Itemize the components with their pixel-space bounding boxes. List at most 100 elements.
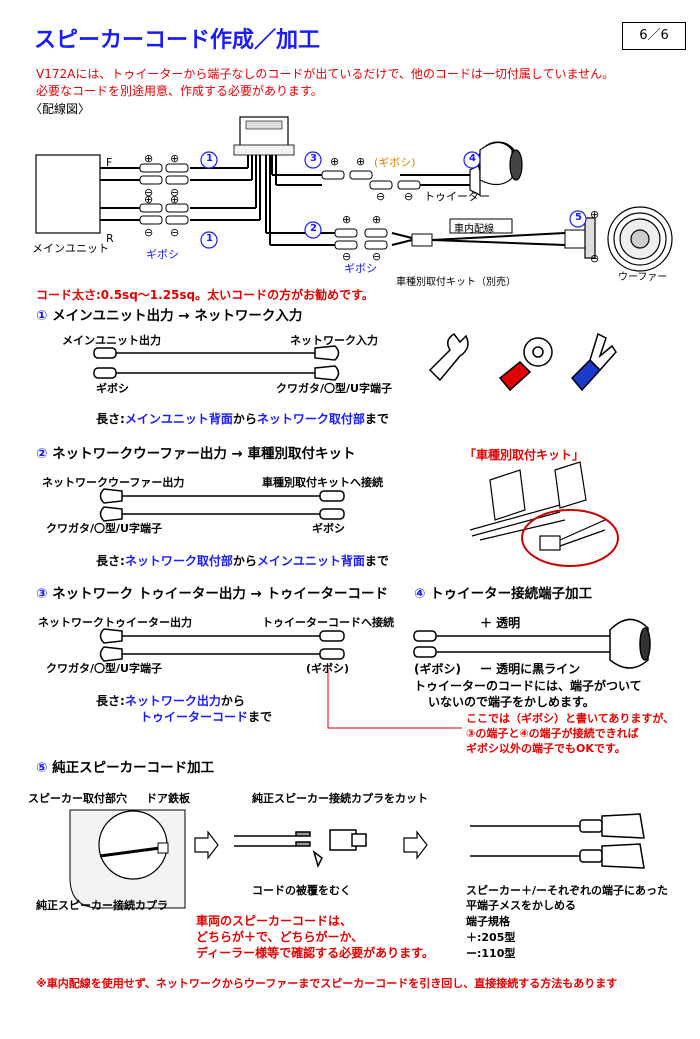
plus-mark: ⊕ bbox=[342, 213, 352, 226]
s4-note-2: ③の端子と④の端子が接続できれば bbox=[466, 727, 639, 740]
gibosi-label-2: ギボシ bbox=[344, 262, 377, 275]
s5-warning-3: ディーラー様等で確認する必要があります。 bbox=[196, 946, 434, 960]
page-number: 6／6 bbox=[622, 22, 686, 50]
section-5-title: 純正スピーカーコード加工 bbox=[52, 760, 215, 776]
footnote: ※車内配線を使用せず、ネットワークからウーファーまでスピーカーコードを引き回し、… bbox=[36, 977, 618, 990]
minus-mark: ⊖ bbox=[170, 186, 180, 199]
intro-text: V172Aには、トゥイーターから端子なしのコードが出ているだけで、他のコードは一… bbox=[36, 66, 614, 100]
plus-mark: ⊕ bbox=[590, 208, 600, 221]
s5-door-label: ドア鉄板 bbox=[146, 792, 190, 805]
code-thickness-note: コード太さ:0.5sq～1.25sq。太いコードの方がお勧めです。 bbox=[36, 288, 374, 302]
section-5-number: ⑤ bbox=[36, 760, 48, 776]
minus-mark: ⊖ bbox=[372, 250, 382, 263]
section-4-heading: ④ トゥイーター接続端子加工 bbox=[414, 582, 592, 602]
section-3-title: ネットワーク トゥイーター出力 → トゥイーターコード bbox=[52, 586, 389, 602]
s5-coupler-label: 純正スピーカー接続カプラ bbox=[36, 899, 168, 912]
intro-line-1: V172Aには、トゥイーターから端子なしのコードが出ているだけで、他のコードは一… bbox=[36, 67, 615, 81]
s2-len-from: ネットワーク取付部 bbox=[124, 554, 233, 568]
gibosi-label-1: ギボシ bbox=[146, 248, 179, 261]
s5-right-2: 平端子メスをかしめる bbox=[466, 899, 576, 912]
s2-len-mid: から bbox=[232, 554, 257, 568]
s5-hole-label: スピーカー取付部穴 bbox=[28, 792, 127, 805]
minus-mark: ⊖ bbox=[170, 226, 180, 239]
s2-left-top: ネットワークウーファー出力 bbox=[42, 476, 185, 489]
s2-len-end: まで bbox=[364, 554, 389, 568]
s3-len-label: 長さ: bbox=[96, 694, 125, 708]
section-4-title: トゥイーター接続端子加工 bbox=[430, 586, 593, 602]
circle-num-5: 5 bbox=[575, 212, 582, 223]
section-4-number: ④ bbox=[414, 586, 426, 602]
circle-num-1: 1 bbox=[206, 153, 213, 164]
plus-mark: ⊕ bbox=[144, 193, 154, 206]
s2-length: 長さ:ネットワーク取付部からメインユニット背面まで bbox=[96, 552, 389, 569]
plus-mark: ⊕ bbox=[330, 155, 340, 168]
main-unit-label: メインユニット bbox=[32, 242, 109, 255]
plus-mark: ⊕ bbox=[170, 193, 180, 206]
minus-mark: ⊖ bbox=[144, 186, 154, 199]
s1-left-bottom: ギボシ bbox=[96, 382, 129, 395]
s3-left-bottom: クワガタ/〇型/U字端子 bbox=[46, 662, 162, 675]
plus-mark: ⊕ bbox=[356, 155, 366, 168]
s1-len-end: まで bbox=[364, 412, 389, 426]
in-car-wiring-label: 車内配線 bbox=[454, 224, 494, 235]
section-1-heading: ① メインユニット出力 → ネットワーク入力 bbox=[36, 304, 302, 324]
s4-minus-label: ー 透明に黒ライン bbox=[480, 662, 581, 676]
s3-length-line1: 長さ:ネットワーク出力から bbox=[96, 692, 245, 709]
s5-warning-1: 車両のスピーカーコードは、 bbox=[196, 914, 353, 928]
s1-len-mid: から bbox=[232, 412, 257, 426]
s3-length-line2: トゥイーターコードまで bbox=[140, 708, 272, 725]
s3-len-mid: から bbox=[220, 694, 245, 708]
s2-len-label: 長さ: bbox=[96, 554, 125, 568]
tweeter-label: トゥイーター bbox=[424, 190, 490, 203]
spade-terminal-icon bbox=[428, 333, 469, 382]
s2-len-to: メインユニット背面 bbox=[256, 554, 365, 568]
s3-len-from: ネットワーク出力 bbox=[124, 694, 221, 708]
s1-right-top: ネットワーク入力 bbox=[290, 334, 378, 347]
minus-mark: ⊖ bbox=[144, 226, 154, 239]
page-title: スピーカーコード作成／加工 bbox=[34, 28, 321, 53]
circle-num-2: 2 bbox=[310, 223, 317, 234]
s4-desc-2: いないので端子をかしめます。 bbox=[428, 695, 595, 709]
kit-label: 車種別取付キット（別売） bbox=[396, 277, 516, 288]
section-1-title: メインユニット出力 → ネットワーク入力 bbox=[52, 308, 303, 324]
plus-mark: ⊕ bbox=[372, 213, 382, 226]
section-2-title: ネットワークウーファー出力 → 車種別取付キット bbox=[52, 446, 356, 462]
section-3-number: ③ bbox=[36, 586, 48, 602]
section-2-heading: ② ネットワークウーファー出力 → 車種別取付キット bbox=[36, 442, 356, 462]
s2-left-bottom: クワガタ/〇型/U字端子 bbox=[46, 522, 162, 535]
s2-right-bottom: ギボシ bbox=[312, 522, 345, 535]
main-unit-box bbox=[35, 154, 101, 234]
circle-num-3: 3 bbox=[310, 153, 317, 164]
plus-mark: ⊕ bbox=[170, 152, 180, 165]
wiring-heading: 〈配線図〉 bbox=[30, 102, 91, 116]
s1-left-top: メインユニット出力 bbox=[62, 334, 161, 347]
s5-right-4: ＋:205型 bbox=[466, 931, 516, 944]
s1-len-from: メインユニット背面 bbox=[124, 412, 233, 426]
minus-mark: ⊖ bbox=[590, 252, 600, 265]
kit-title: 「車種別取付キット」 bbox=[464, 448, 585, 462]
intro-line-2: 必要なコードを別途用意、作成する必要があります。 bbox=[36, 84, 323, 98]
circle-num-4: 4 bbox=[469, 153, 476, 164]
minus-mark: ⊖ bbox=[342, 250, 352, 263]
rear-label: R bbox=[106, 232, 114, 245]
plus-mark: ⊕ bbox=[144, 152, 154, 165]
circle-num-1b: 1 bbox=[206, 233, 213, 244]
s3-right-top: トゥイーターコードへ接続 bbox=[262, 616, 394, 629]
woofer-label: ウーファー bbox=[618, 272, 668, 283]
s1-length: 長さ:メインユニット背面からネットワーク取付部まで bbox=[96, 410, 389, 427]
s4-plus-label: ＋ 透明 bbox=[480, 616, 521, 630]
s5-right-3: 端子規格 bbox=[466, 915, 510, 928]
section-2-number: ② bbox=[36, 446, 48, 462]
gibosi-label-3: (ギボシ) bbox=[374, 156, 416, 169]
s5-strip-label: コードの被覆をむく bbox=[252, 884, 351, 897]
s3-len-to: トゥイーターコード bbox=[140, 710, 249, 724]
front-label: F bbox=[106, 156, 113, 169]
s3-right-bottom: (ギボシ) bbox=[306, 662, 350, 675]
s4-note-3: ギボシ以外の端子でもOKです。 bbox=[466, 742, 626, 755]
s3-left-top: ネットワークトゥイーター出力 bbox=[38, 616, 192, 629]
s5-warning-2: どちらが＋で、どちらがーか、 bbox=[196, 930, 364, 944]
s1-right-bottom: クワガタ/〇型/U字端子 bbox=[276, 382, 392, 395]
s1-len-label: 長さ: bbox=[96, 412, 125, 426]
s3-len-end: まで bbox=[248, 710, 273, 724]
